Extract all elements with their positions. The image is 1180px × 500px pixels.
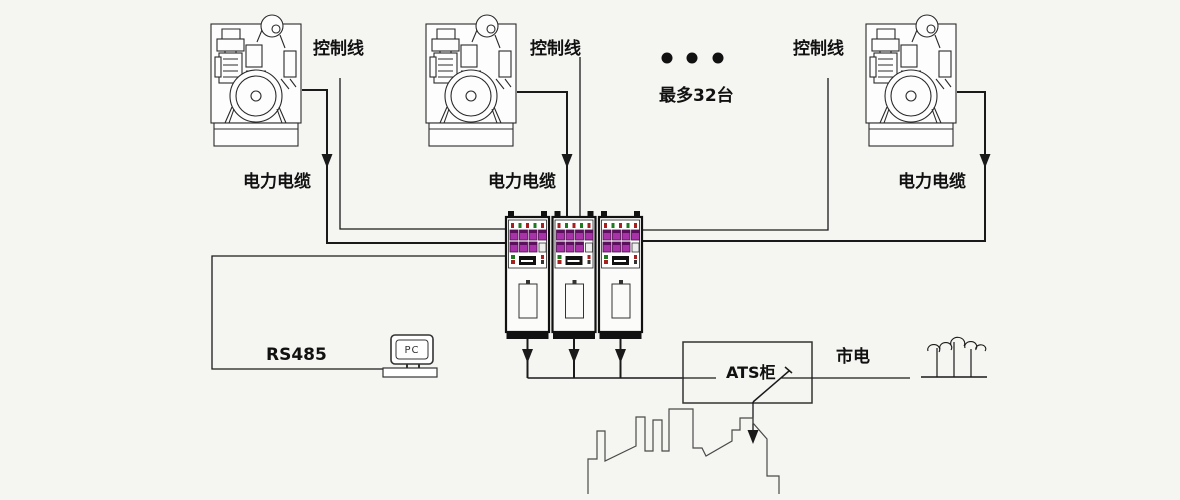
cabinet-panel-1 [504,209,551,341]
cabinet-panel-3 [597,209,644,341]
control-line-label-2: 控制线 [530,38,581,59]
power-cable-line-3 [643,91,991,242]
power-cable-line-1 [302,89,505,244]
city-skyline-icon [587,408,780,494]
generator-unit-2 [425,14,517,147]
pc-monitor-icon: PC [382,334,438,378]
rs485-label: RS485 [266,345,327,365]
pc-label: PC [404,345,419,356]
mains-label: 市电 [836,346,870,367]
control-line-1 [339,78,505,230]
ats-to-load-line [747,402,759,444]
control-line-3 [643,78,829,231]
power-cable-label-1: 电力电缆 [243,171,311,192]
control-line-label-1: 控制线 [313,38,364,59]
max-units-label: 最多32台 [659,85,734,106]
generator-unit-1 [210,14,302,147]
power-cable-line-2 [517,91,573,217]
rs485-line [211,255,505,370]
control-line-label-3: 控制线 [793,38,844,59]
cabinet-output-lines [522,339,683,379]
control-cabinet [504,209,644,341]
ats-cabinet-box [682,341,813,404]
cabinet-panel-2 [551,209,597,341]
ats-switch-icon [752,366,793,403]
power-cable-label-3: 电力电缆 [898,171,966,192]
utility-pole-icon [921,336,987,378]
ellipsis-dots-icon [661,52,724,64]
generator-unit-3 [865,14,957,147]
power-cable-label-2: 电力电缆 [488,171,556,192]
ats-cabinet-label: ATS柜 [726,363,776,382]
